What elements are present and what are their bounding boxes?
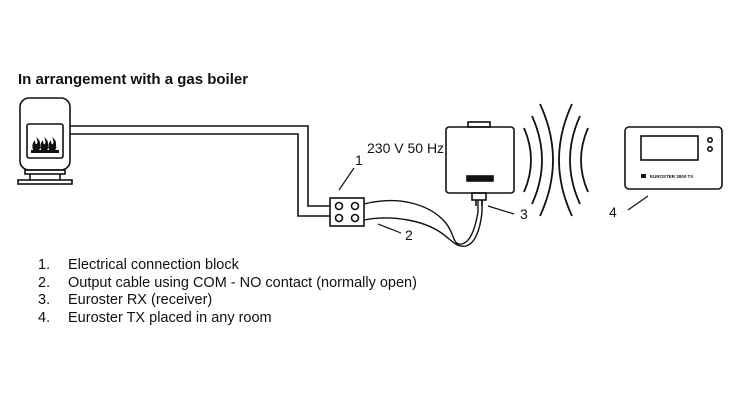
callout-1: 1 bbox=[355, 152, 363, 168]
thermostat-tx-icon bbox=[624, 126, 723, 190]
legend-text: Euroster RX (receiver) bbox=[68, 292, 213, 308]
legend-number: 3. bbox=[38, 292, 51, 308]
radio-waves-icon bbox=[523, 103, 589, 217]
callout-3: 3 bbox=[520, 206, 528, 222]
legend-item: 1. Electrical connection block bbox=[38, 257, 417, 275]
gas-boiler-icon bbox=[17, 97, 73, 185]
cable-duct bbox=[70, 125, 330, 217]
legend-text: Electrical connection block bbox=[68, 257, 239, 273]
callout-4: 4 bbox=[609, 204, 617, 220]
voltage-label: 230 V 50 Hz bbox=[367, 140, 444, 156]
flame-icon bbox=[31, 137, 59, 153]
receiver-rx-icon bbox=[445, 121, 515, 206]
legend-number: 1. bbox=[38, 257, 51, 273]
legend-list: 1. Electrical connection block 2. Output… bbox=[38, 257, 417, 327]
callout-2: 2 bbox=[405, 227, 413, 243]
diagram-heading: In arrangement with a gas boiler bbox=[18, 71, 249, 88]
legend-item: 3. Euroster RX (receiver) bbox=[38, 292, 417, 310]
thermostat-device-label: EUROSTER 3000 TX bbox=[650, 174, 693, 179]
legend-text: Euroster TX placed in any room bbox=[68, 309, 272, 326]
legend-number: 4. bbox=[38, 309, 51, 326]
legend-text: Output cable using COM - NO contact (nor… bbox=[68, 274, 417, 291]
callout-leaders bbox=[338, 167, 649, 234]
legend-item: 2. Output cable using COM - NO contact (… bbox=[38, 275, 417, 293]
legend-item: 4. Euroster TX placed in any room bbox=[38, 310, 417, 328]
connection-block bbox=[329, 197, 365, 227]
legend-number: 2. bbox=[38, 274, 51, 291]
output-cable bbox=[363, 200, 483, 247]
